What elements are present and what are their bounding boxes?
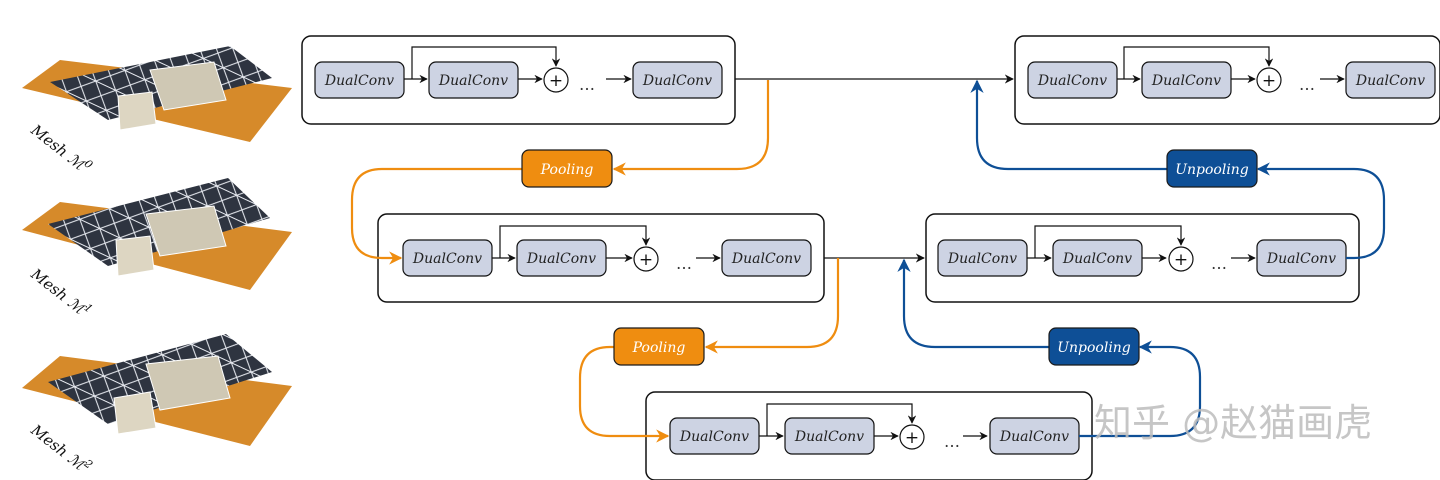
unpool-path-out-0 — [970, 79, 1167, 171]
decoder-row-0: DualConv DualConv + … DualConv — [1027, 46, 1436, 99]
dualconv-label: DualConv — [1037, 73, 1107, 89]
unpooling-op-1 — [1048, 327, 1140, 366]
decoder-row-1: DualConv DualConv + … DualConv — [937, 225, 1347, 277]
skip-connection — [766, 403, 917, 436]
dualconv-label: DualConv — [1355, 73, 1425, 89]
sum-symbol: + — [549, 71, 563, 91]
dualconv-label: DualConv — [642, 73, 712, 89]
sum-node — [1168, 246, 1194, 272]
encoder-block-0 — [301, 35, 736, 125]
dualconv-label: DualConv — [731, 251, 801, 267]
sum-symbol: + — [1262, 71, 1276, 91]
mesh-thumbnail-2: Mesh ℳ2 — [22, 334, 292, 478]
dualconv-box — [721, 239, 812, 277]
ellipsis: … — [676, 254, 692, 273]
pool-path-in-1 — [350, 167, 522, 265]
pooling-op-1 — [613, 327, 705, 366]
mesh-label-0: Mesh ℳ0 — [27, 118, 95, 178]
dualconv-box — [314, 61, 405, 99]
pool-path-down-1 — [704, 258, 840, 354]
dualconv-label: DualConv — [412, 251, 482, 267]
mesh-label-2: Mesh ℳ2 — [27, 418, 95, 478]
ellipsis: … — [944, 432, 960, 451]
dualconv-box — [428, 61, 519, 99]
mesh-label-1: Mesh ℳ1 — [27, 262, 95, 322]
mesh-box — [117, 91, 157, 131]
pooling-label-1: Pooling — [632, 340, 686, 356]
dualconv-box — [1141, 61, 1232, 99]
dualconv-box — [1345, 61, 1436, 99]
mesh-table — [145, 355, 231, 411]
mesh-thumbnail-1: Mesh ℳ1 — [22, 178, 292, 322]
sum-node — [1256, 67, 1282, 93]
unpooling-label-1: Unpooling — [1057, 340, 1131, 356]
dualconv-box — [1027, 61, 1118, 99]
encoder-row-2: DualConv DualConv + … DualConv — [669, 403, 1080, 455]
decoder-block-0 — [1014, 35, 1440, 125]
sum-symbol: + — [905, 428, 919, 448]
sum-node — [899, 424, 925, 450]
mesh-box — [115, 235, 155, 277]
pool-path-in-2 — [578, 345, 670, 443]
dualconv-label: DualConv — [999, 429, 1069, 445]
pooling-label-0: Pooling — [540, 162, 594, 178]
unpooling-op-0 — [1166, 149, 1258, 188]
encoder-row-0: DualConv DualConv + … DualConv — [314, 46, 723, 99]
sum-node — [543, 67, 569, 93]
dualconv-label: DualConv — [794, 429, 864, 445]
unpool-path-out-1 — [897, 258, 1049, 349]
unpool-path-up-0 — [1256, 162, 1386, 260]
dualconv-label: DualConv — [679, 429, 749, 445]
encoder-row-1: DualConv DualConv + … DualConv — [402, 225, 812, 277]
dualconv-label: DualConv — [324, 73, 394, 89]
sum-node — [633, 246, 659, 272]
skip-connection — [1123, 46, 1274, 79]
mesh-table — [149, 61, 227, 111]
pooling-op-0 — [521, 149, 613, 188]
dualconv-label: DualConv — [1266, 251, 1336, 267]
skip-connection — [411, 46, 561, 79]
mesh-box — [113, 391, 157, 435]
dualconv-label: DualConv — [1151, 73, 1221, 89]
unpool-path-up-1 — [1079, 340, 1202, 438]
unpooling-label-0: Unpooling — [1175, 162, 1249, 178]
dualconv-label: DualConv — [526, 251, 596, 267]
watermark-text: 知乎 @赵猫画虎 — [1094, 401, 1372, 445]
dualconv-label: DualConv — [438, 73, 508, 89]
skip-connection — [1034, 225, 1186, 258]
mesh-thumbnail-0: Mesh ℳ0 — [22, 46, 292, 178]
pool-path-down-0 — [612, 80, 770, 176]
sum-symbol: + — [639, 250, 653, 270]
ellipsis: … — [579, 75, 595, 94]
dualconv-box — [632, 61, 723, 99]
ellipsis: … — [1299, 75, 1315, 94]
skip-connection — [499, 225, 651, 258]
dualconv-label: DualConv — [947, 251, 1017, 267]
dualconv-label: DualConv — [1062, 251, 1132, 267]
ellipsis: … — [1211, 254, 1227, 273]
sum-symbol: + — [1174, 250, 1188, 270]
mesh-table — [145, 205, 227, 257]
